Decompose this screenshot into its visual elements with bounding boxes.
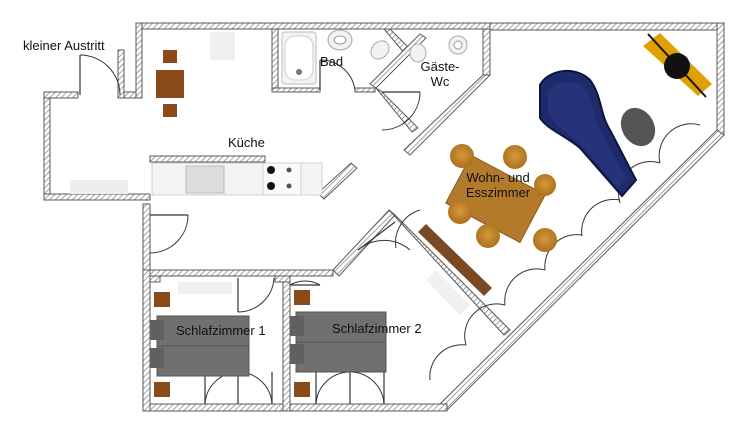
- room-label-guest-wc: Gäste- Wc: [415, 59, 465, 89]
- kitchen-counter: [70, 32, 323, 196]
- room-label-living: Wohn- und Esszimmer: [456, 170, 540, 200]
- room-label-guest-wc-line1: Gäste-: [420, 59, 460, 74]
- bed-2: [290, 311, 387, 373]
- room-label-bath: Bad: [320, 54, 344, 69]
- coffee-table: [620, 107, 656, 147]
- outer-walls: [43, 22, 725, 412]
- sofa: [539, 69, 638, 198]
- dining-table: [445, 154, 546, 244]
- dining-chairs: [448, 144, 557, 252]
- room-label-living-line1: Wohn- und: [466, 170, 530, 185]
- bath-fixtures: [281, 29, 468, 85]
- room-label-kitchen: Küche: [228, 135, 265, 150]
- room-label-living-line2: Esszimmer: [465, 185, 531, 200]
- inner-walls: [149, 28, 511, 412]
- nightstands: [154, 282, 310, 397]
- room-label-bedroom-2: Schlafzimmer 2: [332, 321, 422, 336]
- bed-1: [150, 315, 250, 377]
- room-label-guest-wc-line2: Wc: [430, 74, 450, 89]
- room-label-balcony: kleiner Austritt: [23, 38, 105, 53]
- kitchen-table: [156, 50, 184, 117]
- room-label-bedroom-1: Schlafzimmer 1: [176, 323, 266, 338]
- lamp-icon: [643, 33, 712, 98]
- sideboard: [418, 224, 492, 315]
